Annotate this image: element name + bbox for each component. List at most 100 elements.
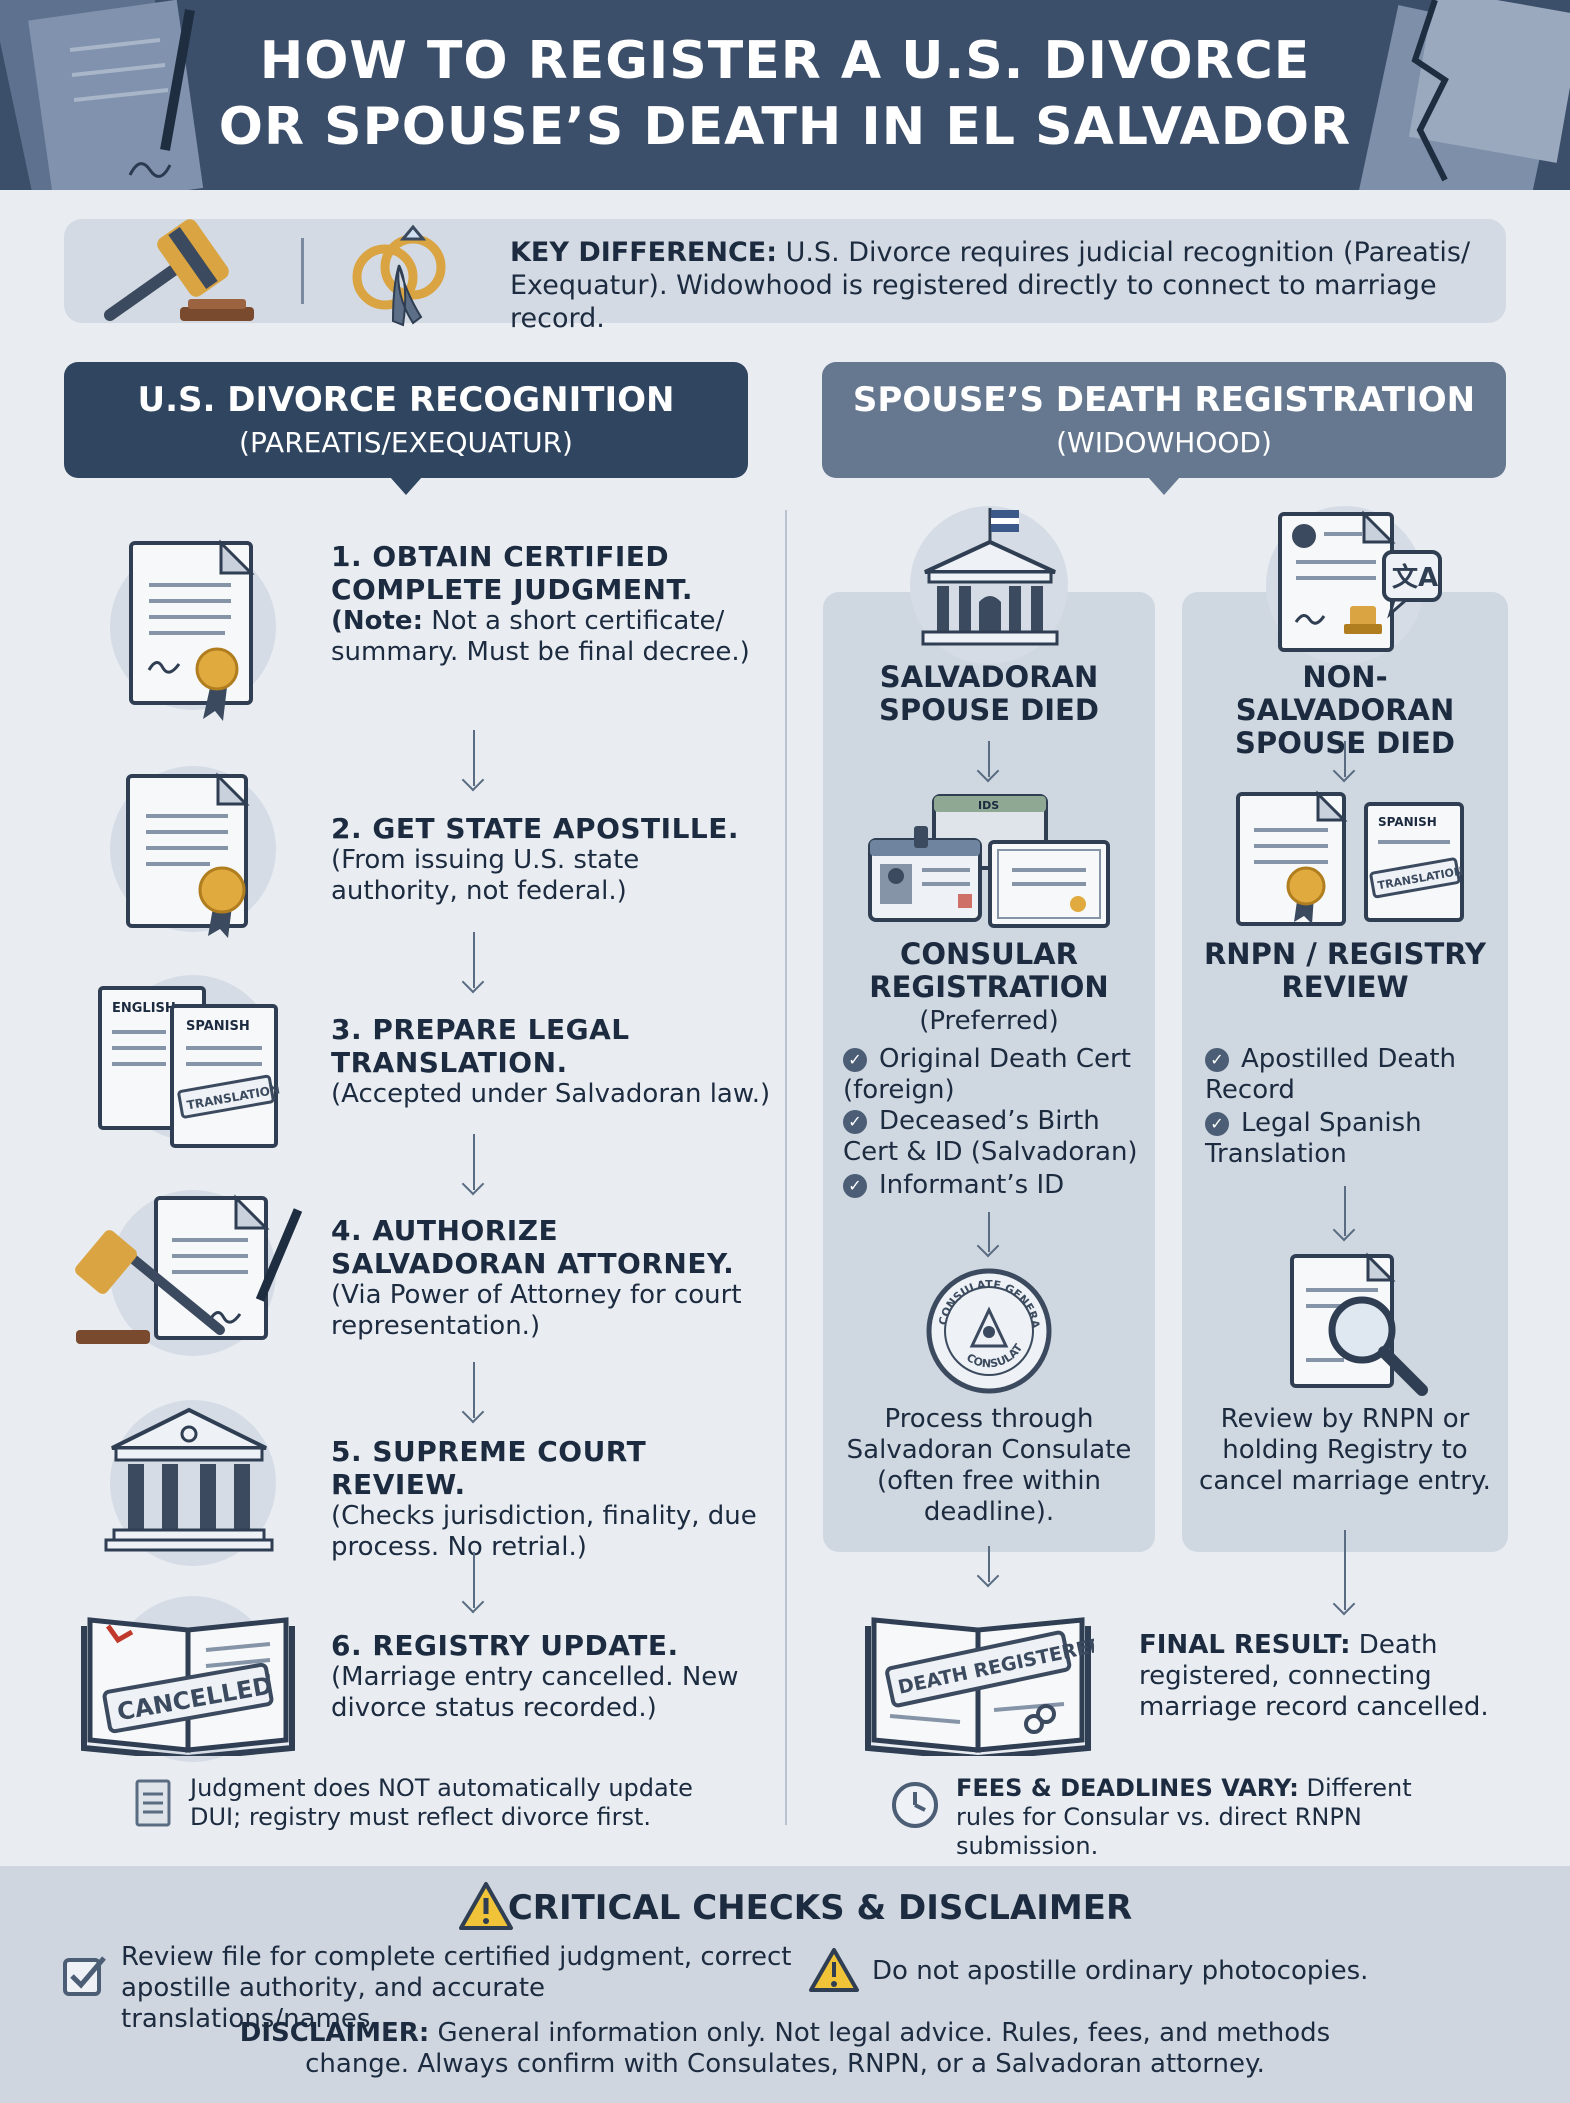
check-icon: ✓ [1205, 1048, 1229, 1072]
rnpn-review-title: RNPN / REGISTRY REVIEW [1203, 937, 1487, 1004]
non-check-1: ✓Apostilled Death Record [1205, 1044, 1501, 1106]
rings-icon [352, 224, 446, 327]
supreme-court-icon [104, 1407, 274, 1552]
consular-registration-title: CONSULAR REGISTRATION [869, 937, 1109, 1004]
left-column-header: U.S. DIVORCE RECOGNITION (PAREATIS/EXEQU… [64, 362, 748, 478]
arrow-non-2 [1344, 1186, 1346, 1236]
svg-text:文A: 文A [1392, 562, 1438, 593]
check-icon: ✓ [843, 1174, 867, 1198]
column-divider [785, 510, 787, 1825]
step-6-title: 6. REGISTRY UPDATE. [331, 1629, 679, 1662]
key-difference-text: KEY DIFFERENCE: U.S. Divorce requires ju… [510, 236, 1490, 335]
step-1: 1. OBTAIN CERTIFIED COMPLETE JUDGMENT. (… [331, 540, 771, 668]
right-column-header: SPOUSE’S DEATH REGISTRATION (WIDOWHOOD) [822, 362, 1506, 478]
arrow-5-6 [473, 1552, 475, 1608]
step-6-detail: (Marriage entry cancelled. New divorce s… [331, 1662, 739, 1723]
key-difference-body: U.S. Divorce requires judicial recogniti… [510, 237, 1471, 334]
embassy-building-icon [921, 508, 1059, 646]
arrow-salv-2 [988, 1212, 990, 1252]
document-pen-icon [0, 0, 204, 190]
left-column-title: U.S. DIVORCE RECOGNITION [137, 380, 675, 420]
salv-check-1: ✓Original Death Cert (foreign) [843, 1044, 1153, 1106]
consulate-seal-icon: CONSULATE GENERAL CONSULATE [924, 1266, 1052, 1394]
non-check-1-text: Apostilled Death Record [1205, 1044, 1456, 1105]
step-2-detail: (From issuing U.S. state authority, not … [331, 845, 640, 906]
step-5-title: 5. SUPREME COURT REVIEW. [331, 1435, 647, 1501]
fees-label: FEES & DEADLINES VARY: [956, 1774, 1299, 1802]
disclaimer: DISCLAIMER: General information only. No… [200, 2018, 1370, 2080]
right-header-notch [1148, 477, 1180, 495]
arrow-non-1 [1344, 741, 1346, 777]
step-5-detail: (Checks jurisdiction, finality, due proc… [331, 1501, 757, 1562]
step-1-detail: Not a short certificate/ summary. Must b… [331, 606, 750, 667]
gavel-icon [104, 219, 254, 321]
key-difference-box [64, 219, 1506, 323]
check-icon: ✓ [1205, 1112, 1229, 1136]
critical-checks-section [0, 1866, 1570, 2103]
torn-document-icon [1356, 0, 1570, 190]
page-title: HOW TO REGISTER A U.S. DIVORCE OR SPOUSE… [0, 28, 1570, 160]
fees-note: FEES & DEADLINES VARY: Different rules f… [956, 1774, 1456, 1861]
salv-check-2: ✓Deceased’s Birth Cert & ID (Salvadoran) [843, 1106, 1153, 1168]
step-3: 3. PREPARE LEGAL TRANSLATION. (Accepted … [331, 1013, 771, 1110]
non-check-2: ✓Legal Spanish Translation [1205, 1108, 1501, 1170]
magnifier-document-icon [1290, 1252, 1428, 1396]
foreign-document-translate-icon: 文A [1278, 510, 1442, 652]
cancelled-registry-book-icon: CANCELLED [81, 1617, 295, 1756]
arrow-2-3 [473, 932, 475, 988]
warning-icon [459, 1882, 513, 1930]
arrow-salv-final [988, 1546, 990, 1582]
step-1-note-label: (Note: [331, 606, 423, 636]
key-divider [301, 238, 304, 304]
document-note-icon [135, 1779, 171, 1827]
step-5: 5. SUPREME COURT REVIEW. (Checks jurisdi… [331, 1435, 771, 1563]
step-1-title: 1. OBTAIN CERTIFIED COMPLETE JUDGMENT. [331, 540, 693, 606]
spanish-label: SPANISH [186, 1019, 250, 1034]
step-2-title: 2. GET STATE APOSTILLE. [331, 812, 740, 845]
step-4-detail: (Via Power of Attorney for court represe… [331, 1280, 742, 1341]
critical-title-text: CRITICAL CHECKS & DISCLAIMER [507, 1888, 1133, 1928]
non-salvadoran-result: Review by RNPN or holding Registry to ca… [1199, 1404, 1491, 1496]
step-4: 4. AUTHORIZE SALVADORAN ATTORNEY. (Via P… [331, 1214, 771, 1342]
left-column-subtitle: (PAREATIS/EXEQUATUR) [239, 426, 573, 459]
fees-text: Different rules for Consular vs. direct … [956, 1774, 1412, 1860]
salv-check-1-text: Original Death Cert (foreign) [843, 1044, 1131, 1105]
header-banner: HOW TO REGISTER A U.S. DIVORCE OR SPOUSE… [0, 0, 1570, 190]
salvadoran-result: Process through Salvadoran Consulate (of… [846, 1404, 1132, 1527]
key-difference-label: KEY DIFFERENCE: [510, 237, 777, 268]
english-label: ENGLISH [112, 1001, 176, 1016]
left-footnote: Judgment does NOT automatically update D… [190, 1774, 693, 1831]
check-icon: ✓ [843, 1048, 867, 1072]
final-result: FINAL RESULT: Death registered, connecti… [1139, 1630, 1499, 1723]
critical-warning-text: Do not apostille ordinary photocopies. [872, 1956, 1369, 1986]
right-column-title: SPOUSE’S DEATH REGISTRATION [852, 380, 1476, 420]
disclaimer-label: DISCLAIMER: [239, 2018, 430, 2048]
checkbox-checked-icon [63, 1956, 106, 1996]
translation-docs-icon: ENGLISH SPANISH TRANSLATION [98, 986, 281, 1148]
step-4-title: 4. AUTHORIZE SALVADORAN ATTORNEY. [331, 1214, 735, 1280]
left-header-notch [390, 477, 422, 495]
salv-check-3: ✓Informant’s ID [843, 1170, 1153, 1201]
arrow-1-2 [473, 730, 475, 786]
apostille-icon [126, 772, 250, 938]
final-result-text: Death registered, connecting marriage re… [1139, 1630, 1489, 1722]
id-documents-icon: IDS [868, 794, 1110, 928]
salv-check-2-text: Deceased’s Birth Cert & ID (Salvadoran) [843, 1106, 1138, 1167]
step-3-title: 3. PREPARE LEGAL TRANSLATION. [331, 1013, 630, 1079]
non-check-2-text: Legal Spanish Translation [1205, 1108, 1422, 1169]
death-registered-book-icon: DEATH REGISTERED [865, 1617, 1094, 1756]
arrow-non-final [1344, 1530, 1346, 1610]
clock-icon [892, 1782, 938, 1828]
non-spanish-label: SPANISH [1378, 815, 1437, 829]
ids-label: IDS [978, 799, 999, 812]
salvadoran-title: SALVADORAN SPOUSE DIED [879, 660, 1099, 727]
certified-judgment-icon [129, 539, 255, 721]
consular-preferred: (Preferred) [919, 1006, 1059, 1036]
critical-title: CRITICAL CHECKS & DISCLAIMER [0, 1888, 1570, 1928]
attorney-poa-icon [75, 1194, 303, 1344]
final-result-label: FINAL RESULT: [1139, 1630, 1351, 1660]
arrow-4-5 [473, 1362, 475, 1418]
apostille-translation-docs-icon: SPANISH TRANSLATION [1236, 790, 1464, 926]
step-3-detail: (Accepted under Salvadoran law.) [331, 1079, 771, 1109]
right-column-subtitle: (WIDOWHOOD) [1056, 426, 1272, 459]
